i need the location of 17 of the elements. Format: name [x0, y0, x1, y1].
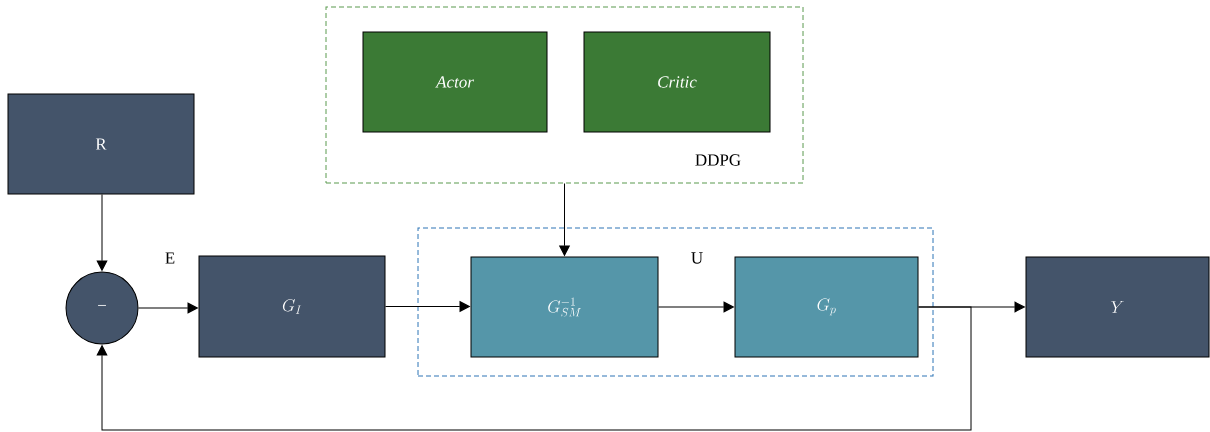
arrow	[96, 194, 108, 271]
block: $G_{p}$	[734, 256, 919, 358]
block: Critic	[583, 31, 771, 133]
block: $Y$	[1025, 256, 1210, 358]
edge-label: U	[689, 251, 705, 265]
arrow	[658, 301, 734, 313]
dashed-group-box	[417, 227, 934, 377]
edge-label: E	[163, 251, 177, 265]
summing-junction: −	[65, 271, 139, 345]
arrow	[138, 302, 198, 314]
block: $G_{SM}^{-1}$	[470, 256, 659, 358]
block: $G_{I}$	[198, 255, 386, 358]
block: Actor	[362, 31, 548, 133]
arrow	[385, 301, 470, 312]
block: R	[7, 93, 195, 195]
arrow	[559, 183, 570, 256]
arrow	[96, 306, 972, 431]
